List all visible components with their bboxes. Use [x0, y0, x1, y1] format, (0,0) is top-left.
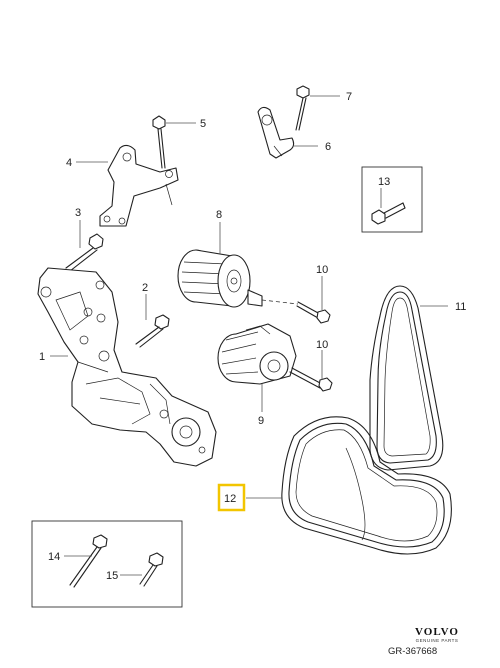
callout-4: 4	[66, 157, 72, 169]
part-8-pulley-assembly	[177, 249, 263, 308]
part-9-tensioner	[217, 323, 297, 385]
part-3-bolt	[65, 233, 104, 272]
part-14-bolt	[69, 534, 108, 588]
callout-9: 9	[258, 415, 264, 427]
part-6-bracket	[257, 106, 295, 159]
part-5-bolt	[152, 115, 166, 169]
part-7-bolt	[295, 85, 310, 131]
callout-7: 7	[346, 91, 352, 103]
inset-box-14-15	[31, 520, 183, 608]
callout-8: 8	[216, 209, 222, 221]
callout-3: 3	[75, 207, 81, 219]
part-13-bolt	[371, 202, 406, 225]
part-1-main-bracket	[37, 267, 217, 467]
callout-5: 5	[200, 118, 206, 130]
part-2-bolt	[135, 314, 170, 348]
callout-1: 1	[39, 351, 45, 363]
callout-12: 12	[224, 493, 236, 505]
volvo-logo-subtitle: GENUINE PARTS	[415, 638, 459, 643]
part-15-bolt	[139, 552, 164, 587]
callout-15: 15	[106, 570, 118, 582]
highlight-box-12	[217, 483, 246, 512]
volvo-logo: VOLVO	[415, 626, 459, 638]
callout-13: 13	[378, 176, 390, 188]
callout-11: 11	[455, 301, 466, 313]
part-11-belt	[369, 285, 444, 471]
inset-box-13	[361, 166, 423, 233]
callout-10-upper: 10	[316, 264, 328, 276]
callout-14: 14	[48, 551, 60, 563]
part-12-belt	[281, 416, 452, 555]
part-10-bolt-lower	[289, 367, 333, 392]
diagram-code: GR-367668	[388, 646, 438, 657]
part-4-bracket	[99, 144, 179, 227]
callout-2: 2	[142, 282, 148, 294]
callout-10-lower: 10	[316, 339, 328, 351]
part-10-bolt-upper	[296, 301, 331, 324]
callout-6: 6	[325, 141, 331, 153]
